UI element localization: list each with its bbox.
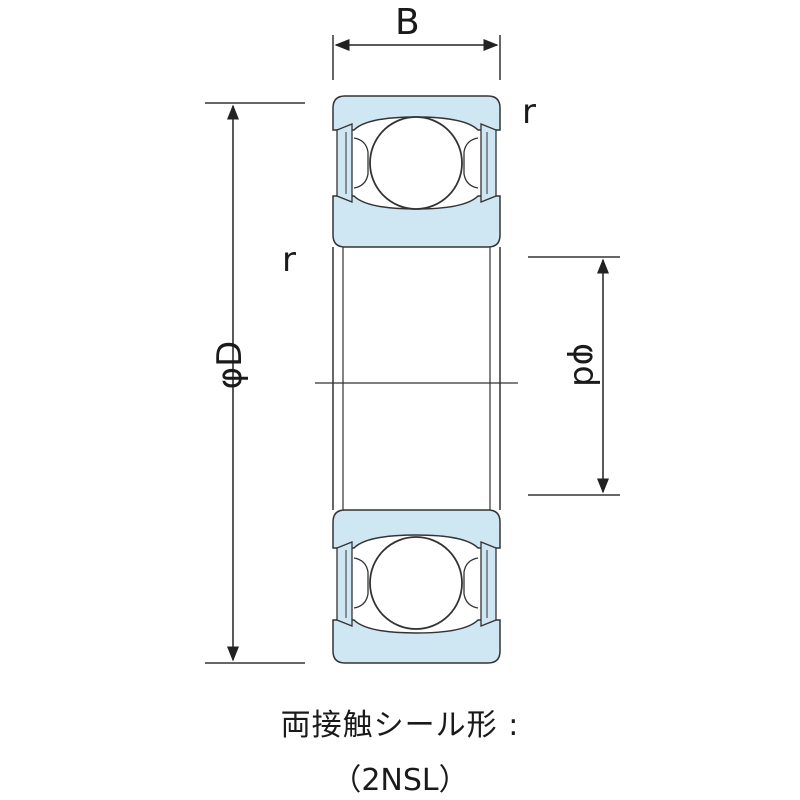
outer-diameter-label: φD: [210, 340, 250, 390]
caption-model-code: （2NSL）: [331, 763, 469, 798]
dimension-outer-diameter: [205, 102, 305, 664]
seal-left-upper: [336, 123, 353, 203]
caption-seal-type: 両接触シール形 :: [280, 708, 520, 743]
radius-label-left: r: [282, 240, 296, 280]
width-label: B: [395, 2, 420, 43]
seal-left-lower: [336, 541, 353, 627]
seal-right-upper: [480, 123, 497, 203]
lower-bearing-section: [332, 509, 501, 664]
seal-right-lower: [480, 541, 497, 627]
inner-diameter-label: φd: [565, 342, 605, 387]
upper-bearing-section: [332, 95, 501, 248]
radius-label-top: r: [522, 92, 536, 132]
dimension-inner-diameter: [528, 256, 620, 496]
dimension-b: [332, 35, 501, 80]
bore: [315, 247, 518, 510]
